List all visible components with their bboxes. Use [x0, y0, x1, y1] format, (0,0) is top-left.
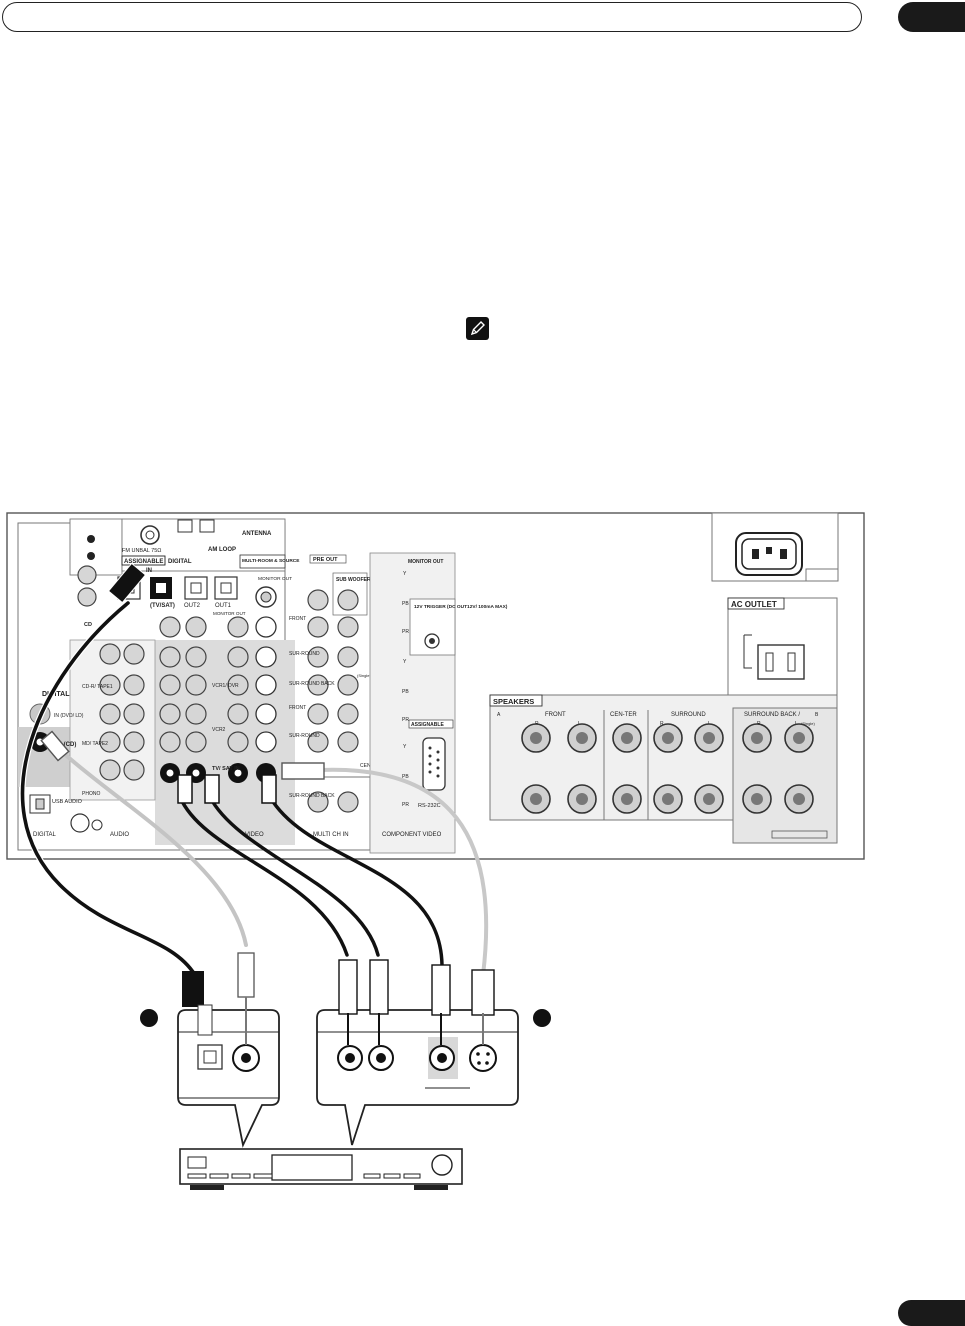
component-monitor-out-label: MONITOR OUT [408, 559, 443, 565]
component-y1-label: Y [403, 571, 407, 577]
component-pb1-label: PB [402, 601, 409, 607]
bottom-audio-label: AUDIO [110, 832, 129, 838]
rs232c-port [422, 737, 446, 791]
tv-sat-label: (TV/SAT) [150, 603, 175, 609]
bottom-component-video-label: COMPONENT VIDEO [382, 832, 442, 838]
sub-woofer-label: SUB WOOFER [336, 577, 371, 583]
component-pb3-label: PB [402, 774, 409, 780]
front-multich-label: FRONT [289, 705, 306, 711]
speaker-b-label: B [815, 712, 819, 718]
av-output-callout [316, 1009, 519, 1146]
component-pb2-label: PB [402, 689, 409, 695]
component-pr3-label: PR [402, 802, 409, 808]
speaker-surround-label: SURROUND [671, 712, 706, 718]
ac-outlet-label: AC OUTLET [731, 600, 777, 609]
single-preout-label: (Single) [357, 673, 371, 678]
header-bar [2, 2, 862, 32]
bottom-multi-ch-in-label: MULTI CH IN [313, 832, 349, 838]
front-preout-label: FRONT [289, 616, 306, 622]
component-pr2-label: PR [402, 717, 409, 723]
vcr1-dvr-label: VCR1/ DVR [212, 683, 239, 689]
speaker-sb-single-label: (Single) [801, 721, 815, 726]
speakers-label: SPEAKERS [493, 697, 534, 706]
digital-in-section-label: DIGITAL [42, 691, 70, 698]
speaker-surround-back-label: SURROUND BACK / [744, 712, 800, 718]
speaker-a-label: A [497, 712, 501, 718]
phono-label: PHONO [82, 791, 100, 797]
usb-audio-label: USB AUDIO [52, 799, 83, 805]
out2-label: OUT2 [184, 603, 201, 609]
connection-cables [19, 600, 489, 978]
rs232c-label: RS-232C [418, 803, 441, 809]
digital-in-label: IN [146, 568, 152, 574]
vcr2-label: VCR2 [212, 727, 226, 733]
surround-back-multich-label: SUR-ROUND BACK [289, 793, 335, 799]
am-loop-label: AM LOOP [208, 547, 236, 553]
in-dvd-label: IN (DVD/ LD) [54, 713, 84, 719]
assignable-component-label: ASSIGNABLE [411, 722, 444, 728]
assignable-label: ASSIGNABLE [124, 559, 163, 565]
out1-label: OUT1 [215, 603, 232, 609]
speaker-surround-r-label: R [660, 721, 664, 727]
md-tape2-label: MD/ TAPE2 [82, 741, 108, 747]
surround-preout-label: SUR-ROUND [289, 651, 320, 657]
speaker-front-label: FRONT [545, 712, 566, 718]
note-pencil-icon [466, 317, 489, 340]
cd-label: CD [84, 622, 92, 628]
surround-multich-label: SUR-ROUND [289, 733, 320, 739]
surround-back-preout-label: SUR-ROUND BACK [289, 681, 335, 687]
component-pr1-label: PR [402, 629, 409, 635]
in-cd-label: IN (CD) [56, 742, 76, 748]
fm-unbal-label: FM UNBAL 75Ω [122, 548, 161, 554]
speaker-center-label: CEN-TER [610, 712, 637, 718]
antenna-label: ANTENNA [242, 531, 272, 537]
monitor-out-video-label: MONITOR OUT [213, 611, 246, 616]
digital-label: DIGITAL [168, 559, 192, 565]
component-y3-label: Y [403, 744, 407, 750]
audio-output-callout [177, 1009, 280, 1148]
trigger-label: 12V TRIGGER (DC OUT12V/ 100mA MAX) [414, 604, 508, 610]
bottom-video-label: VIDEO [245, 832, 264, 838]
connection-diagram: FM UNBAL 75Ω ANTENNA AM LOOP ASSIGNABLE … [6, 512, 865, 1190]
component-y2-label: Y [403, 659, 407, 665]
bottom-digital-label: DIGITAL [33, 832, 57, 838]
page-number-tab [898, 1300, 965, 1326]
receiver-plugs [40, 562, 325, 804]
cd-r-tape1-label: CD-R/ TAPE1 [82, 684, 113, 690]
tv-sat-in-label: TV/ SAT IN [212, 766, 240, 772]
pre-out-label: PRE OUT [313, 557, 338, 563]
monitor-out-label: MONITOR OUT [258, 576, 292, 582]
chapter-tab [898, 2, 965, 32]
multi-room-label: MULTI-ROOM & SOURCE [242, 558, 300, 564]
